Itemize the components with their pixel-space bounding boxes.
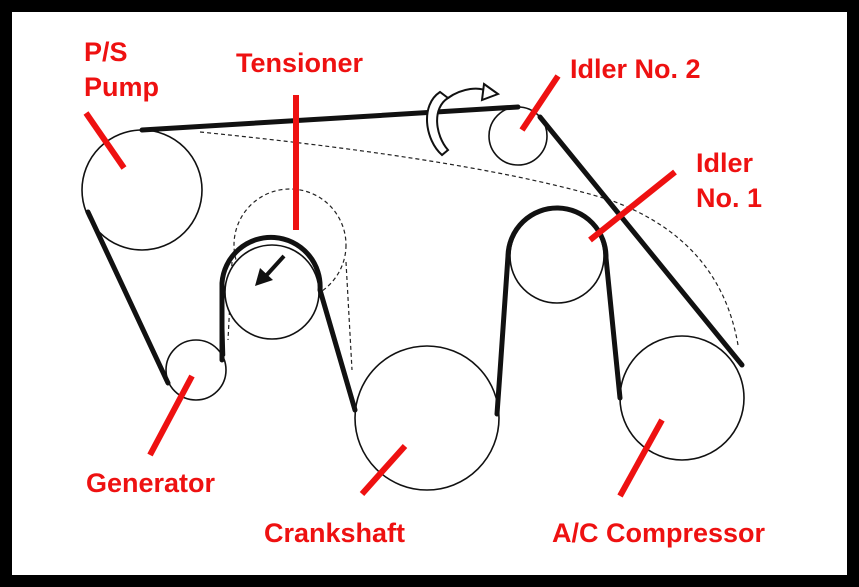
curved-rotation-arrow-icon — [426, 82, 501, 157]
crankshaft-pulley — [354, 345, 500, 491]
ac-compressor-leader — [617, 418, 665, 498]
tensioner-label: Tensioner — [236, 48, 364, 78]
idler-no1-label-line1: Idler — [696, 148, 754, 178]
crankshaft-leader — [359, 443, 408, 497]
ps-pump-label-line1: P/S — [84, 37, 128, 67]
idler-no2-label: Idler No. 2 — [570, 54, 701, 84]
dashed-belt-path — [199, 131, 739, 346]
ac-compressor-label: A/C Compressor — [552, 518, 766, 548]
generator-pulley — [165, 339, 227, 401]
generator-leader — [147, 374, 195, 457]
tension-direction-arrow-icon — [255, 254, 286, 286]
generator-label: Generator — [86, 468, 216, 498]
crankshaft-label: Crankshaft — [264, 518, 405, 548]
belt-segment-tensioner-generator — [220, 281, 226, 357]
idler-no1-label-line2: No. 1 — [696, 183, 762, 213]
tensioner-pulley — [224, 244, 320, 340]
ps-pump-leader — [83, 111, 127, 170]
ac-compressor-pulley — [619, 335, 745, 461]
idler-no1-leader — [588, 169, 677, 243]
ps-pump-label-line2: Pump — [84, 72, 159, 102]
serpentine-belt — [85, 104, 745, 417]
idler-no2-leader — [519, 74, 561, 132]
dashed-belt-tensioner-side — [227, 261, 353, 371]
